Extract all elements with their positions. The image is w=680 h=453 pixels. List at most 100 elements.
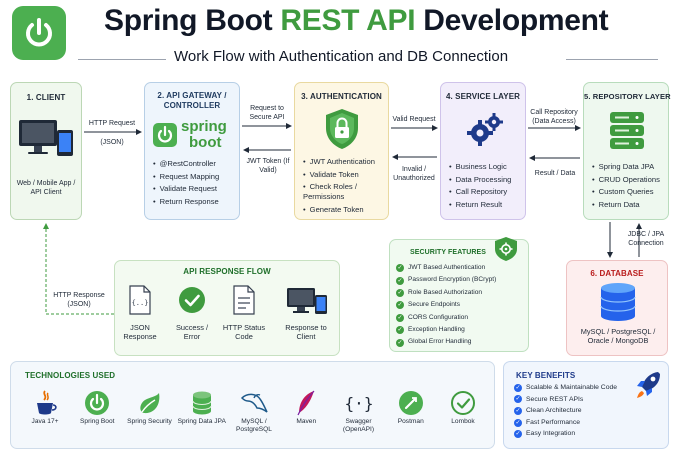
tech-title: TECHNOLOGIES USED <box>25 371 116 380</box>
devices-icon <box>19 120 73 156</box>
tech-label: Java 17+ <box>31 418 59 425</box>
spring-boot-power-icon <box>85 391 110 415</box>
repo-title: 5. REPOSITORY LAYER <box>584 92 671 101</box>
subtitle-rule-right <box>566 59 658 60</box>
spring-power-icon <box>153 123 177 147</box>
list-item: ✓Password Encryption (BCrypt) <box>396 276 497 285</box>
json-file-icon: {..} <box>129 285 151 315</box>
database-stack-icon <box>610 112 644 149</box>
service-list: Business Logic Data Processing Call Repo… <box>449 161 512 212</box>
list-item: ✓Clean Architecture <box>514 406 582 415</box>
list-item: Custom Queries <box>592 186 660 199</box>
tech-label: Maven <box>296 418 317 425</box>
benefits-title: KEY BENEFITS <box>516 371 576 380</box>
label-request-secure: Request to Secure API <box>249 105 285 121</box>
tech-label: Spring Boot <box>80 418 115 425</box>
label-invalid: Invalid / Unauthorized <box>393 166 435 182</box>
label-jwt-token: JWT Token (If Valid) <box>246 158 290 174</box>
spring-boot-badge: spring boot <box>153 118 235 151</box>
list-item: ✓CORS Configuration <box>396 313 469 322</box>
tech-item-maven: Maven <box>280 388 332 434</box>
check-icon: ✓ <box>396 301 404 310</box>
check-icon: ✓ <box>514 395 522 404</box>
list-item: Check Roles / Permissions <box>303 181 387 204</box>
title-part-2: Development <box>423 4 609 37</box>
java-cup-icon <box>37 390 57 415</box>
benefits-list: ✓Scalable & Maintainable Code ✓Secure RE… <box>514 382 617 440</box>
logo-spring-text: spring <box>181 118 227 135</box>
title-part-1: Spring Boot <box>104 4 273 37</box>
repo-list: Spring Data JPA CRUD Operations Custom Q… <box>592 161 660 211</box>
list-item: CRUD Operations <box>592 174 660 187</box>
auth-title: 3. AUTHENTICATION <box>301 92 382 101</box>
db-panel: 6. DATABASE MySQL / PostgreSQL / Oracle … <box>566 260 668 356</box>
power-icon <box>26 18 52 47</box>
service-panel: 4. SERVICE LAYER Business Logic Data Pro… <box>440 82 526 220</box>
tech-label: MySQL / PostgreSQL <box>236 418 272 434</box>
logo-boot-text: boot <box>189 134 222 151</box>
page-title: Spring Boot REST API Development <box>104 4 664 38</box>
title-accent: REST API <box>280 4 416 37</box>
check-icon: ✓ <box>396 338 404 347</box>
shield-lock-icon <box>326 109 358 149</box>
rocket-icon <box>637 372 660 398</box>
check-icon: ✓ <box>396 313 404 322</box>
spring-leaf-icon <box>139 393 159 414</box>
check-icon: ✓ <box>396 289 404 298</box>
label-valid-request: Valid Request <box>392 116 436 123</box>
subtitle-rule-left <box>78 59 166 60</box>
list-item: JWT Authentication <box>303 156 387 169</box>
svg-text:{..}: {..} <box>132 299 149 307</box>
tech-label: Swagger (OpenAPI) <box>342 418 375 434</box>
list-item: Spring Data JPA <box>592 161 660 174</box>
gears-icon <box>467 113 503 146</box>
flow-title: API RESPONSE FLOW <box>183 267 271 276</box>
list-item: Data Processing <box>449 174 512 187</box>
client-panel: 1. CLIENT Web / Mobile App / API Client <box>10 82 82 220</box>
postman-icon <box>398 391 423 415</box>
status-document-icon <box>233 285 255 315</box>
list-item: ✓Fast Performance <box>514 418 581 427</box>
flow-step-response: Response to Client <box>285 323 327 342</box>
check-icon: ✓ <box>514 383 522 392</box>
tech-item-lombok: Lombok <box>437 388 489 434</box>
auth-panel: 3. AUTHENTICATION JWT Authentication Val… <box>294 82 389 220</box>
list-item: Return Result <box>449 199 511 212</box>
client-caption: Web / Mobile App / API Client <box>16 180 76 196</box>
list-item: ✓Exception Handling <box>396 326 465 335</box>
technologies-panel: TECHNOLOGIES USED Java 17+ Sp <box>10 361 495 449</box>
label-call-repo: Call Repository (Data Access) <box>530 109 578 125</box>
dolphin-icon <box>240 393 268 413</box>
check-icon: ✓ <box>514 430 522 439</box>
list-item: ✓Role Based Authorization <box>396 288 483 298</box>
repo-panel: 5. REPOSITORY LAYER Spring Data JPA CRUD… <box>583 82 671 220</box>
list-item: Business Logic <box>449 161 511 174</box>
list-item: Return Data <box>592 199 660 212</box>
feather-icon <box>297 390 315 416</box>
gateway-list: @RestController Request Mapping Validate… <box>153 158 220 209</box>
tech-item-mysql: MySQL / PostgreSQL <box>228 388 280 434</box>
security-panel: SECURITY FEATURES ✓JWT Based Authenticat… <box>389 237 529 352</box>
gateway-title: 2. API GATEWAY / CONTROLLER <box>157 91 227 110</box>
flow-step-status: HTTP Status Code <box>222 323 266 342</box>
security-list: ✓JWT Based Authentication ✓Password Encr… <box>396 262 496 349</box>
list-item: ✓Secure Endpoints <box>396 301 461 310</box>
service-title: 4. SERVICE LAYER <box>445 92 521 101</box>
flow-step-success: Success / Error <box>175 323 209 342</box>
tech-item-swagger: {·} Swagger (OpenAPI) <box>333 388 385 434</box>
list-item: Call Repository <box>449 186 511 199</box>
list-item: ✓Easy Integration <box>514 430 576 439</box>
benefits-panel: KEY BENEFITS ✓Scalable & Maintainable Co… <box>503 361 669 449</box>
check-icon: ✓ <box>396 264 404 273</box>
list-item: Return Response <box>153 196 219 209</box>
list-item: Validate Token <box>303 169 387 182</box>
success-check-icon <box>179 287 205 313</box>
label-jdbc: JDBC / JPA Connection <box>627 231 665 247</box>
database-cylinder-icon <box>600 283 636 321</box>
tech-item-spring-security: Spring Security <box>124 388 176 434</box>
label-result-data: Result / Data <box>534 170 576 177</box>
shield-settings-icon <box>495 237 517 261</box>
list-item: ✓Scalable & Maintainable Code <box>514 383 618 392</box>
tech-item-java: Java 17+ <box>19 388 71 434</box>
spring-boot-logo <box>12 6 66 60</box>
